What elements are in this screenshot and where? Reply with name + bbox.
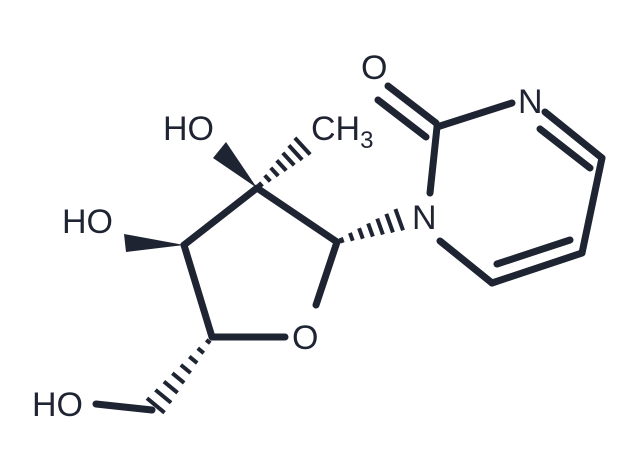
bond-c2prime-c3prime (180, 184, 261, 249)
bond-c2-n3 (433, 99, 516, 131)
bond-o-c1 (312, 238, 341, 309)
wedge-bond-c3prime-oh (124, 234, 184, 252)
bond-carbonyl-double-b (374, 96, 430, 141)
hash-stroke (275, 158, 288, 173)
hash-stroke (348, 232, 355, 242)
hash-stroke (204, 338, 212, 345)
hash-stroke (257, 181, 264, 189)
hash-stroke (179, 363, 192, 375)
hash-stroke (384, 213, 395, 234)
hash-stroke (188, 355, 199, 365)
bond-carbonyl-double-a (384, 82, 440, 127)
bond-ch2-oh (92, 400, 156, 414)
hash-stroke (293, 136, 312, 156)
hash-stroke (145, 396, 166, 415)
bond-c5-c6-a (488, 249, 586, 287)
bond-c3prime-c4prime (180, 241, 216, 341)
bond-n3-c4-a (541, 108, 606, 162)
bond-c6-n1 (436, 237, 496, 287)
hash-stroke (281, 151, 296, 167)
hash-stroke (287, 144, 304, 162)
bond-c4-c5 (578, 154, 606, 257)
bond-c5-c6-b (493, 236, 574, 268)
ring-oxygen-label: O (292, 319, 318, 357)
hash-stroke (393, 208, 405, 232)
methyl-label: CH3 (311, 110, 373, 154)
hash-stroke (162, 380, 179, 395)
hashed-bond-c2prime-methyl (257, 136, 312, 189)
hydroxyl-left-label: HO (62, 203, 113, 241)
carbonyl-oxygen-label: O (361, 49, 387, 87)
bond-n1-c2 (426, 123, 441, 197)
methyl-label-subscript: 3 (360, 127, 373, 154)
hash-stroke (269, 166, 280, 178)
hash-stroke (171, 371, 186, 385)
nitrogen-3-label: N (518, 83, 543, 121)
wedge-bond-c2prime-oh (213, 142, 257, 188)
hash-stroke (154, 388, 173, 405)
hydroxyl-top-label: HO (163, 110, 214, 148)
hashed-bond-c1-n1 (338, 208, 405, 244)
hash-stroke (375, 217, 385, 236)
hydroxyl-bottom-label: HO (32, 386, 83, 424)
nitrogen-1-label: N (412, 199, 437, 237)
methyl-label-ch: CH (311, 110, 360, 148)
hash-stroke (338, 237, 345, 244)
hash-stroke (357, 227, 365, 240)
bond-c1-c2prime (253, 184, 341, 246)
hash-stroke (366, 222, 375, 238)
hash-stroke (263, 173, 272, 183)
hash-stroke (196, 346, 206, 355)
bond-n3-c4-b (536, 125, 594, 172)
hashed-bond-c4prime-ch2 (145, 338, 212, 415)
